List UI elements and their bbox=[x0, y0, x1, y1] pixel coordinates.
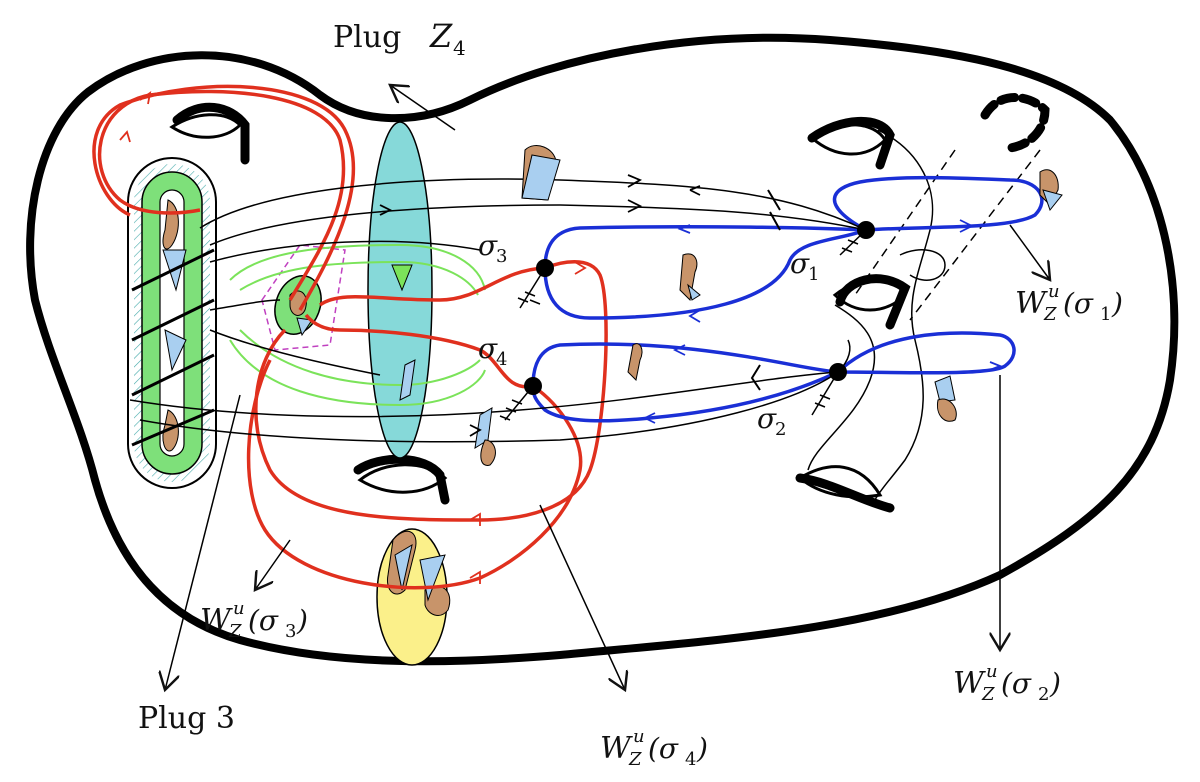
green-manifold bbox=[229, 243, 486, 407]
red-manifold-sigma4 bbox=[246, 313, 583, 590]
blue-manifold-sigma2 bbox=[531, 331, 1016, 423]
label-sigma4: σ 4 bbox=[478, 332, 507, 370]
arrow-w-sigma3 bbox=[255, 539, 291, 590]
label-sigma1: σ 1 bbox=[790, 247, 819, 285]
svg-text:Z: Z bbox=[228, 621, 242, 642]
plug-z4-ellipse bbox=[367, 121, 433, 459]
handle-bottom-center bbox=[353, 454, 450, 505]
label-w-sigma3: W u Z (σ 3 ) bbox=[200, 598, 308, 642]
handle-dashed-top-right bbox=[980, 93, 1050, 153]
blue-manifold-sigma1 bbox=[543, 175, 1044, 320]
label-sigma3: σ 3 bbox=[478, 229, 507, 267]
arrow-w-sigma1 bbox=[1009, 224, 1050, 280]
svg-text:4: 4 bbox=[496, 349, 507, 370]
svg-text:2: 2 bbox=[1038, 684, 1049, 705]
plug-z4-word: Plug bbox=[333, 20, 401, 55]
svg-text:): ) bbox=[1111, 287, 1123, 320]
svg-text:W: W bbox=[953, 666, 986, 701]
plug3-body bbox=[127, 157, 217, 489]
handle-top-left bbox=[169, 102, 250, 165]
handle-right-top bbox=[807, 117, 895, 170]
handle-bottom-right bbox=[795, 465, 895, 513]
fixed-point-sigma4 bbox=[524, 377, 542, 395]
svg-text:σ: σ bbox=[478, 332, 498, 365]
arrow-w-sigma4 bbox=[539, 504, 625, 690]
svg-text:(σ: (σ bbox=[1063, 287, 1094, 320]
arrow-plug-z4 bbox=[390, 85, 456, 131]
svg-text:): ) bbox=[296, 604, 308, 637]
svg-text:σ: σ bbox=[790, 247, 810, 280]
plug-z4-inner-triangle bbox=[391, 264, 413, 292]
svg-text:3: 3 bbox=[496, 246, 507, 267]
fixed-point-sigma1 bbox=[857, 221, 875, 239]
svg-text:3: 3 bbox=[285, 621, 296, 642]
fixed-point-sigma3 bbox=[536, 259, 554, 277]
svg-text:W: W bbox=[200, 603, 233, 638]
flow-arrowheads bbox=[119, 91, 1003, 584]
plug-yellow-tubes bbox=[386, 530, 451, 616]
svg-text:Z: Z bbox=[628, 749, 642, 770]
label-w-sigma1: W u Z (σ 1 ) bbox=[1015, 281, 1123, 325]
svg-text:u: u bbox=[633, 726, 645, 747]
label-sigma2: σ 2 bbox=[757, 402, 786, 440]
svg-text:4: 4 bbox=[685, 749, 696, 770]
plug-z4-symbol: Z bbox=[429, 17, 453, 55]
label-w-sigma2: W u Z (σ 2 ) bbox=[953, 661, 1061, 705]
svg-text:σ: σ bbox=[757, 402, 777, 435]
red-manifold-sigma3 bbox=[92, 84, 608, 522]
svg-text:): ) bbox=[1049, 667, 1061, 700]
svg-text:u: u bbox=[233, 598, 245, 619]
arrow-plug3 bbox=[165, 394, 241, 690]
svg-text:2: 2 bbox=[775, 419, 786, 440]
label-plug-z4: Plug Z 4 bbox=[333, 17, 466, 60]
svg-text:1: 1 bbox=[1100, 304, 1111, 325]
svg-text:u: u bbox=[986, 661, 998, 682]
label-w-sigma4: W u Z (σ 4 ) bbox=[600, 726, 708, 770]
black-flow-lines bbox=[129, 178, 867, 443]
small-tubes bbox=[399, 145, 1063, 466]
svg-text:(σ: (σ bbox=[1001, 667, 1032, 700]
label-plug3: Plug 3 bbox=[138, 701, 235, 736]
svg-text:u: u bbox=[1048, 281, 1060, 302]
svg-text:1: 1 bbox=[808, 264, 819, 285]
svg-text:(σ: (σ bbox=[648, 732, 679, 765]
handle-right-mid bbox=[832, 274, 911, 330]
plug-z4-subscript: 4 bbox=[453, 36, 466, 60]
svg-text:W: W bbox=[600, 731, 633, 766]
svg-text:σ: σ bbox=[478, 229, 498, 262]
svg-text:Z: Z bbox=[981, 684, 995, 705]
svg-text:(σ: (σ bbox=[248, 604, 279, 637]
tunnel-curves bbox=[807, 129, 1041, 501]
manifold-boundary bbox=[26, 33, 1179, 666]
fixed-point-sigma2 bbox=[829, 363, 847, 381]
svg-text:Z: Z bbox=[1043, 304, 1057, 325]
leader-arrows bbox=[165, 85, 1050, 690]
svg-text:W: W bbox=[1015, 286, 1048, 321]
svg-text:): ) bbox=[696, 732, 708, 765]
